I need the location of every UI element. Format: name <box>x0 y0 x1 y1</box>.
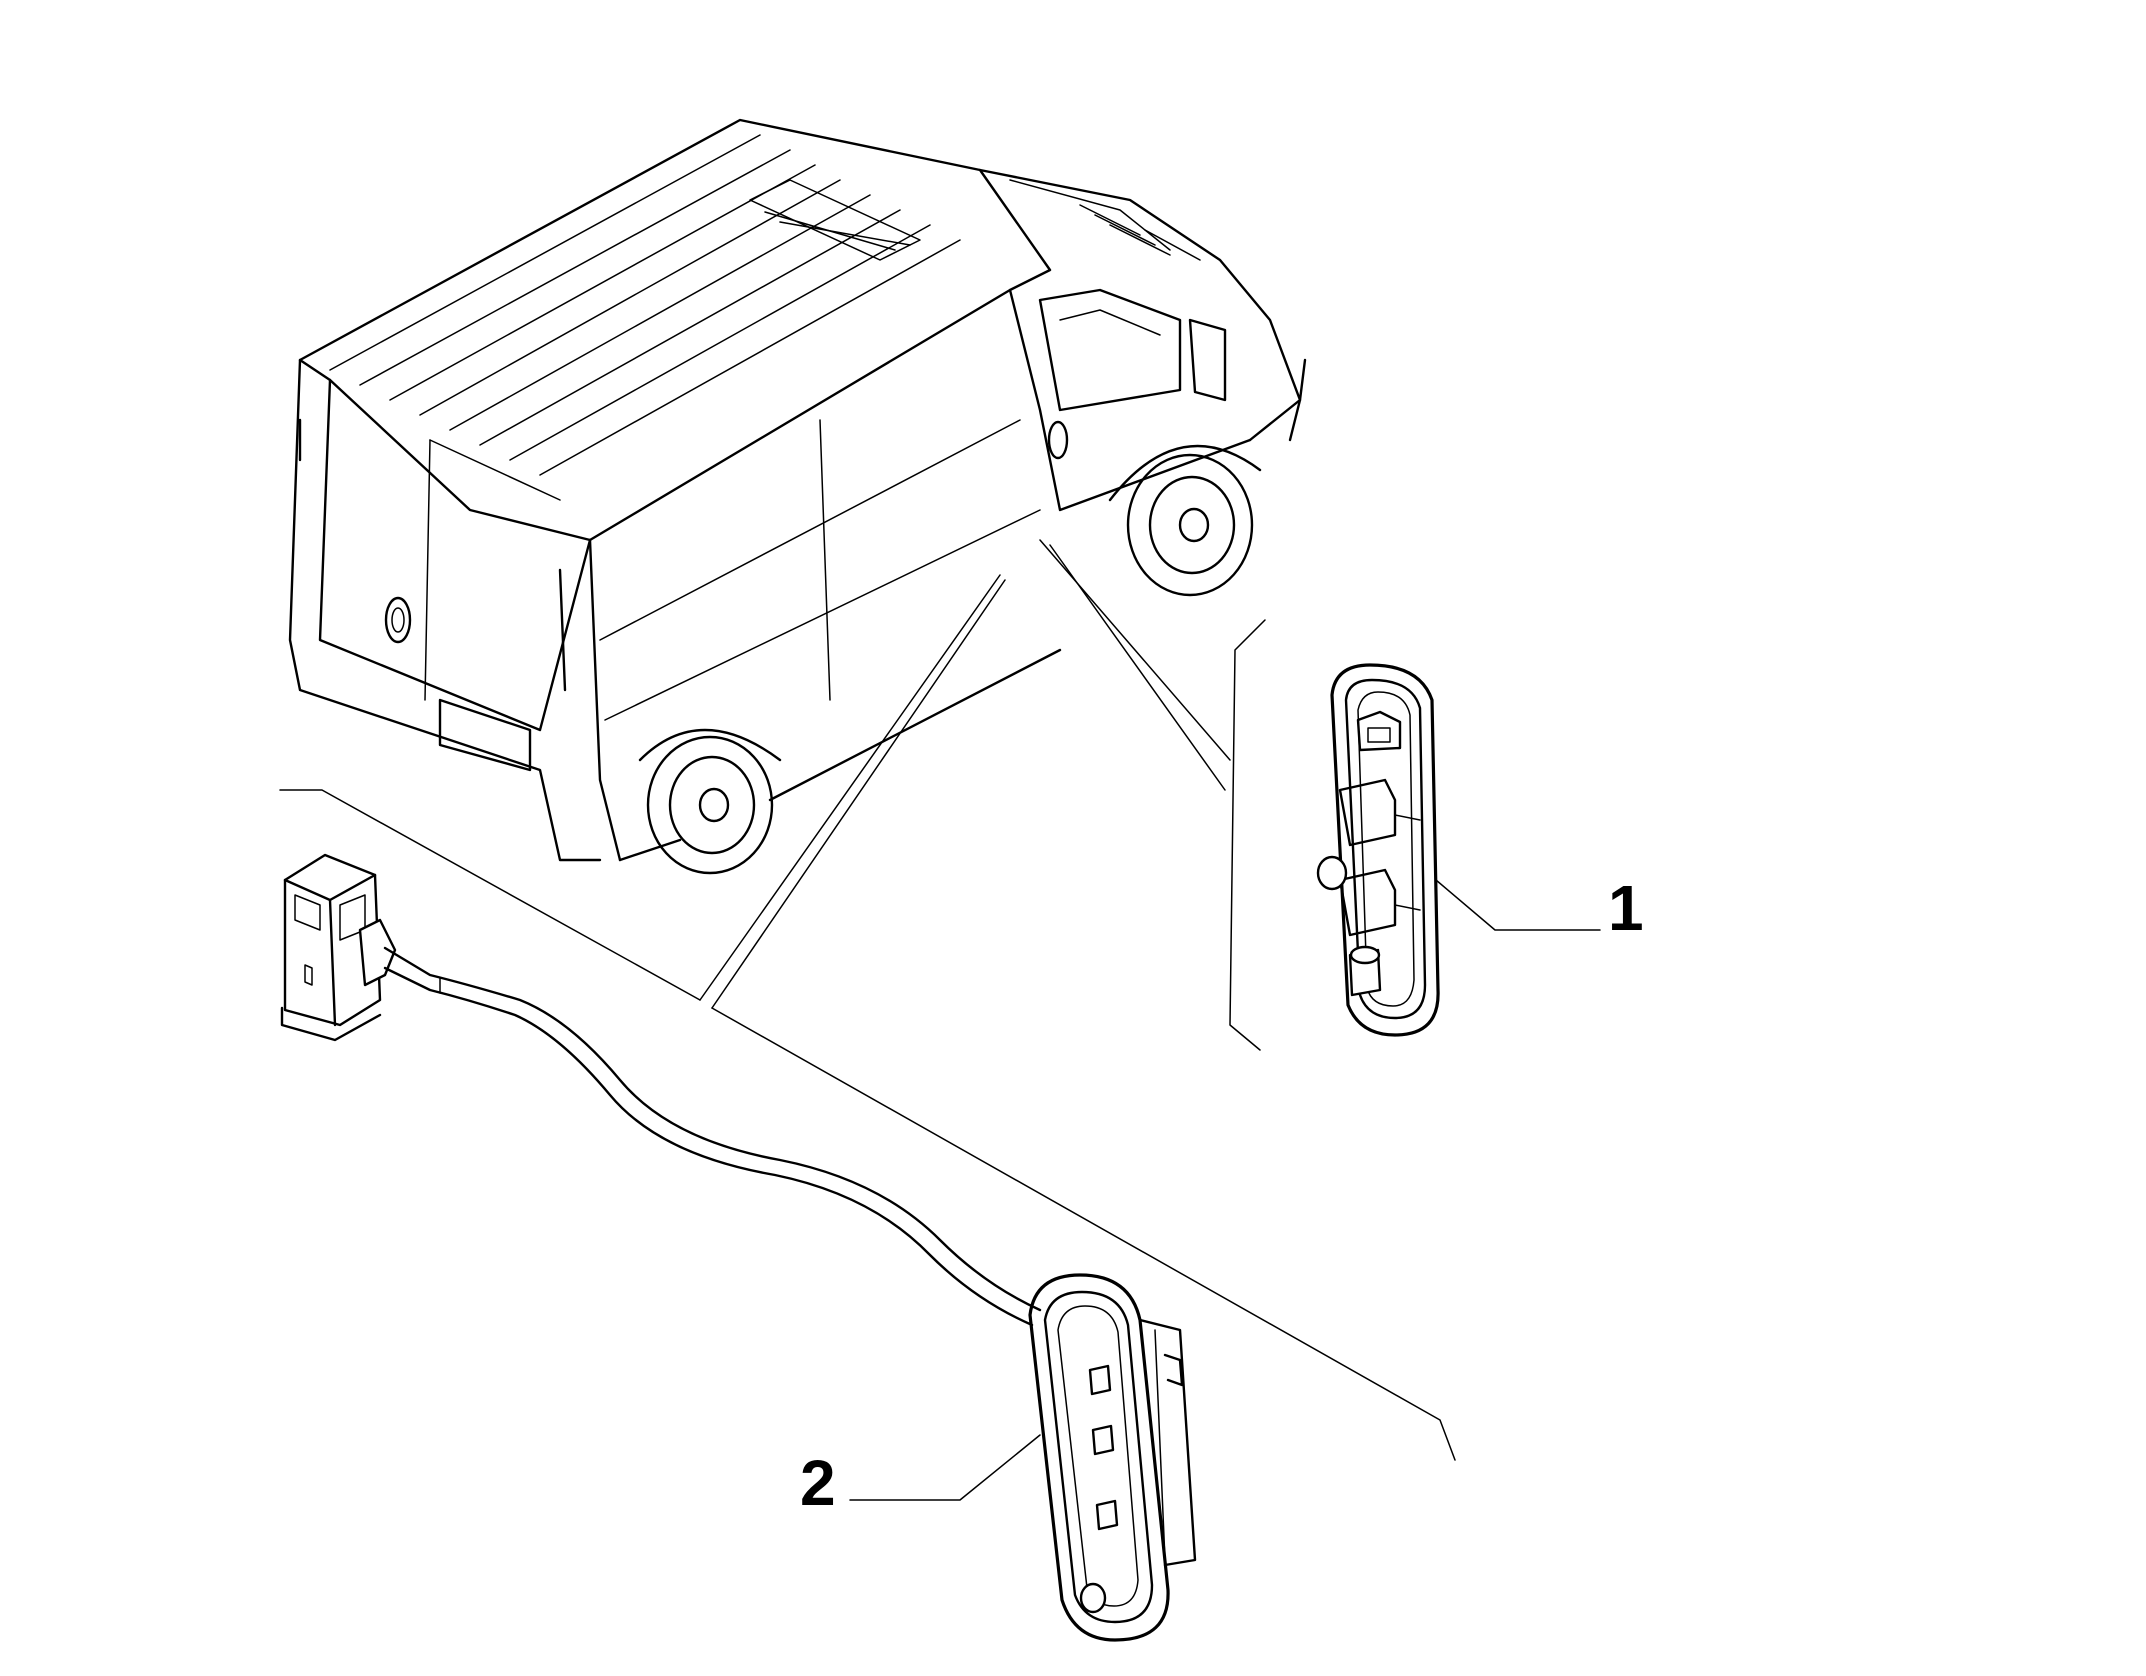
van-icon <box>288 118 1307 875</box>
light-housing-icon <box>1028 1273 1197 1642</box>
callout-2: 2 <box>800 1447 836 1519</box>
light-housing-icon <box>1316 663 1440 1037</box>
callout-1: 1 <box>1608 872 1644 944</box>
wiring-harness-icon <box>280 853 1042 1327</box>
leader-lines <box>279 539 1456 1461</box>
connector-icon <box>280 853 382 1042</box>
